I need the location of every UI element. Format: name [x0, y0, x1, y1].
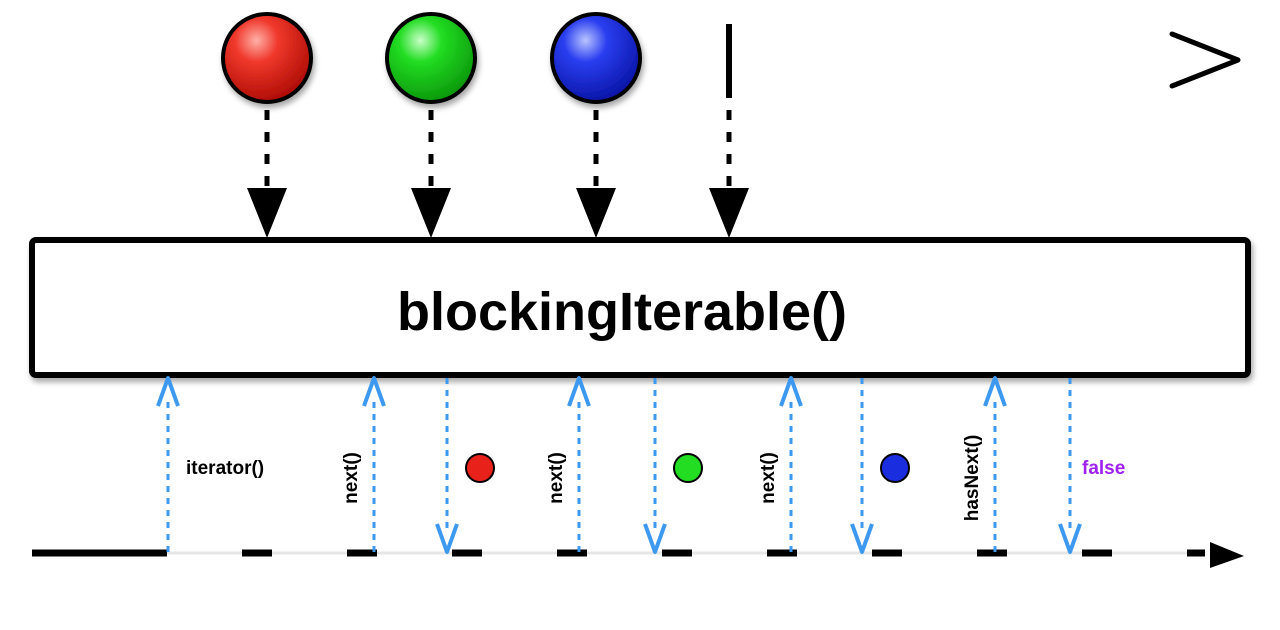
green-item-icon: [673, 453, 703, 483]
call-label: iterator(): [186, 458, 264, 479]
operator-label: blockingIterable(): [397, 282, 847, 342]
source-marbles: [221, 12, 732, 104]
red-marble-icon: [221, 12, 313, 104]
call-arrow: iterator(): [156, 376, 264, 552]
result-arrow: [643, 378, 703, 554]
interactions: iterator() next() next() next() hasNext() fal…: [156, 376, 1125, 554]
result-arrow: [850, 378, 910, 554]
call-arrow: next(): [758, 376, 803, 552]
result-label: false: [1082, 458, 1125, 479]
source-arrow: [576, 110, 616, 238]
operator-box: blockingIterable(): [29, 237, 1251, 378]
blue-marble-icon: [550, 12, 642, 104]
call-arrow: next(): [546, 376, 591, 552]
source-to-operator-arrows: [247, 110, 749, 238]
green-marble-icon: [385, 12, 477, 104]
result-arrow: false: [1058, 378, 1125, 554]
source-arrow: [411, 110, 451, 238]
call-label: next(): [546, 452, 567, 504]
consumer-timeline: [32, 542, 1244, 568]
red-item-icon: [465, 453, 495, 483]
call-label: next(): [758, 452, 779, 504]
call-arrow: hasNext(): [962, 376, 1007, 552]
call-label: next(): [341, 452, 362, 504]
source-timeline-arrowhead-icon: [1169, 31, 1241, 89]
source-arrow: [247, 110, 287, 238]
result-arrow: [435, 378, 495, 554]
blue-item-icon: [880, 453, 910, 483]
consumer-timeline-arrowhead-icon: [1210, 542, 1244, 568]
source-arrow: [709, 110, 749, 238]
call-label: hasNext(): [962, 435, 983, 522]
call-arrow: next(): [341, 376, 386, 552]
